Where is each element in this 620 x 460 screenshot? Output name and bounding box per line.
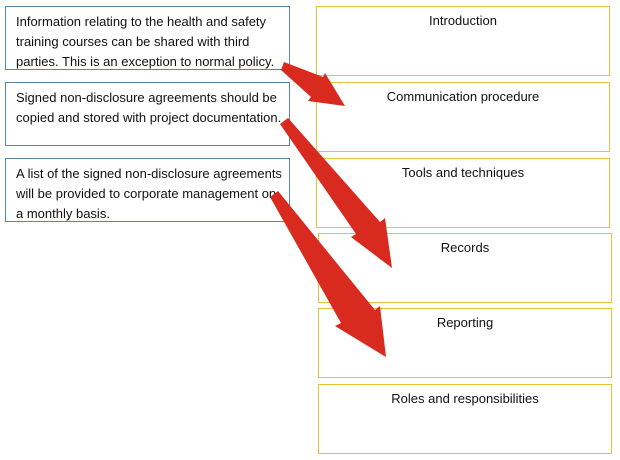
target-label-introduction: Introduction (429, 13, 497, 28)
statement-text-2: Signed non-disclosure agreements should … (16, 90, 282, 125)
statement-card-1[interactable]: Information relating to the health and s… (5, 6, 290, 70)
statement-card-3[interactable]: A list of the signed non-disclosure agre… (5, 158, 290, 222)
statement-text-1: Information relating to the health and s… (16, 14, 275, 69)
target-label-communication-procedure: Communication procedure (386, 89, 540, 104)
statement-text-3: A list of the signed non-disclosure agre… (16, 166, 282, 221)
target-label-reporting: Reporting (436, 315, 494, 330)
target-records[interactable]: Records (318, 233, 612, 303)
target-label-roles-and-responsibilities: Roles and responsibilities (391, 391, 539, 406)
target-tools-and-techniques[interactable]: Tools and techniques (316, 158, 610, 228)
target-roles-and-responsibilities[interactable]: Roles and responsibilities (318, 384, 612, 454)
statement-card-2[interactable]: Signed non-disclosure agreements should … (5, 82, 290, 146)
target-label-records: Records (440, 240, 490, 255)
target-introduction[interactable]: Introduction (316, 6, 610, 76)
target-label-tools-and-techniques: Tools and techniques (401, 165, 525, 180)
target-communication-procedure[interactable]: Communication procedure (316, 82, 610, 152)
target-reporting[interactable]: Reporting (318, 308, 612, 378)
